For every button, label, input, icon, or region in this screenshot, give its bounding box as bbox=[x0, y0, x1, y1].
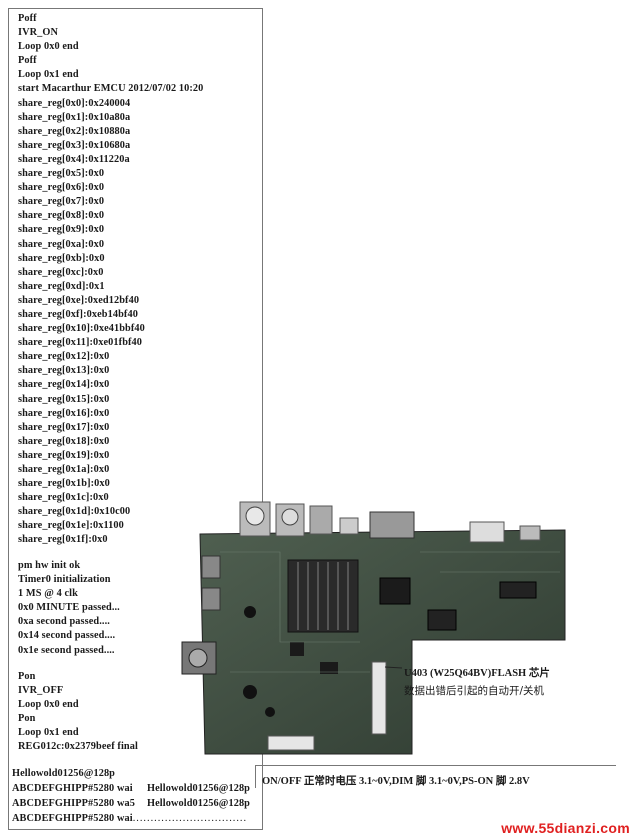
log-line: 0x14 second passed.... bbox=[18, 630, 116, 642]
serial-line-1: Hellowold01256@128p bbox=[12, 768, 115, 779]
power-note-label: ON/OFF 正常时电压 3.1~0V,DIM 脚 3.1~0V,PS-ON 脚… bbox=[262, 776, 530, 787]
serial-text: Hellowold01256@128p bbox=[147, 783, 251, 794]
log-line: share_reg[0xf]:0xeb14bf40 bbox=[18, 308, 138, 320]
log-line: share_reg[0x11]:0xe01fbf40 bbox=[18, 337, 143, 349]
flash-chip-note: 数据出错后引起的自动开/关机 bbox=[404, 685, 545, 697]
log-line: Poff bbox=[18, 13, 37, 24]
serial-line-2: ABCDEFGHIPP#5280 wai Hellowold01256@128p bbox=[12, 783, 250, 794]
log-line: start Macarthur EMCU 2012/07/02 10:20 bbox=[18, 83, 204, 95]
log-line: share_reg[0x17]:0x0 bbox=[18, 421, 110, 433]
serial-line-4: ABCDEFGHIPP#5280 wai....................… bbox=[12, 813, 247, 824]
power-note-frame bbox=[255, 765, 616, 788]
log-line: Loop 0x1 end bbox=[18, 727, 79, 739]
log-line: share_reg[0xd]:0x1 bbox=[18, 280, 105, 292]
flash-chip-label: U403 (W25Q64BV)FLASH 芯片 bbox=[404, 668, 550, 679]
log-line: share_reg[0x1a]:0x0 bbox=[18, 464, 110, 475]
log-line: share_reg[0xb]:0x0 bbox=[18, 252, 105, 264]
log-line: share_reg[0xe]:0xed12bf40 bbox=[18, 294, 140, 306]
log-line: share_reg[0x13]:0x0 bbox=[18, 365, 110, 377]
log-line: Timer0 initialization bbox=[18, 574, 111, 586]
circuit-board-image bbox=[181, 501, 566, 755]
log-line: Poff bbox=[18, 55, 37, 67]
serial-text: ABCDEFGHIPP#5280 wai bbox=[12, 783, 133, 794]
log-line: share_reg[0x10]:0xe41bbf40 bbox=[18, 323, 145, 335]
log-line: 1 MS @ 4 clk bbox=[18, 588, 78, 600]
log-line: Loop 0x0 end bbox=[18, 699, 79, 711]
log-line: share_reg[0x16]:0x0 bbox=[18, 407, 110, 419]
log-line: IVR_OFF bbox=[18, 685, 64, 697]
log-line: 0xa second passed.... bbox=[18, 616, 110, 628]
log-line: Pon bbox=[18, 713, 36, 725]
log-line: share_reg[0x1]:0x10a80a bbox=[18, 111, 131, 123]
log-line: share_reg[0x1d]:0x10c00 bbox=[18, 506, 131, 518]
log-line: share_reg[0x4]:0x11220a bbox=[18, 153, 130, 165]
log-line: share_reg[0x0]:0x240004 bbox=[18, 97, 131, 109]
log-line: share_reg[0x18]:0x0 bbox=[18, 435, 110, 447]
serial-text: ABCDEFGHIPP#5280 wa5 bbox=[12, 798, 135, 809]
log-line: share_reg[0xc]:0x0 bbox=[18, 266, 104, 278]
log-line: share_reg[0x6]:0x0 bbox=[18, 182, 105, 194]
log-line: pm hw init ok bbox=[18, 560, 81, 571]
log-line: share_reg[0x8]:0x0 bbox=[18, 210, 105, 222]
serial-log-frame bbox=[8, 8, 263, 830]
log-line: share_reg[0x3]:0x10680a bbox=[18, 139, 131, 151]
log-line: share_reg[0x5]:0x0 bbox=[18, 168, 105, 180]
site-watermark: www.55dianzi.com bbox=[501, 820, 630, 836]
log-line: Loop 0x1 end bbox=[18, 69, 79, 81]
serial-text: ABCDEFGHIPP#5280 wai bbox=[12, 813, 133, 824]
log-line: share_reg[0x19]:0x0 bbox=[18, 449, 110, 461]
log-line: share_reg[0x15]:0x0 bbox=[18, 393, 110, 405]
log-line: IVR_ON bbox=[18, 27, 59, 39]
log-line: Loop 0x0 end bbox=[18, 41, 79, 53]
log-line: share_reg[0x9]:0x0 bbox=[18, 224, 105, 236]
log-line: share_reg[0x1f]:0x0 bbox=[18, 534, 108, 546]
serial-line-3: ABCDEFGHIPP#5280 wa5 Hellowold01256@128p bbox=[12, 798, 250, 809]
log-line: 0x0 MINUTE passed... bbox=[18, 602, 120, 614]
serial-dots: ................................ bbox=[132, 813, 248, 824]
log-line: share_reg[0xa]:0x0 bbox=[18, 238, 105, 250]
log-line: share_reg[0x1e]:0x1100 bbox=[18, 520, 124, 532]
log-line: share_reg[0x14]:0x0 bbox=[18, 379, 110, 391]
log-line: Pon bbox=[18, 671, 36, 682]
log-line: share_reg[0x1b]:0x0 bbox=[18, 478, 110, 490]
log-line: share_reg[0x1c]:0x0 bbox=[18, 492, 109, 504]
log-middle-block: pm hw init ok Timer0 initialization 1 MS @… bbox=[18, 559, 120, 658]
log-line: share_reg[0x12]:0x0 bbox=[18, 351, 110, 363]
serial-text: Hellowold01256@128p bbox=[12, 768, 116, 779]
log-line: REG012c:0x2379beef final bbox=[18, 741, 138, 753]
log-line: 0x1e second passed.... bbox=[18, 644, 115, 656]
serial-text: Hellowold01256@128p bbox=[147, 798, 251, 809]
log-line: share_reg[0x2]:0x10880a bbox=[18, 125, 131, 137]
log-line: share_reg[0x7]:0x0 bbox=[18, 196, 105, 208]
